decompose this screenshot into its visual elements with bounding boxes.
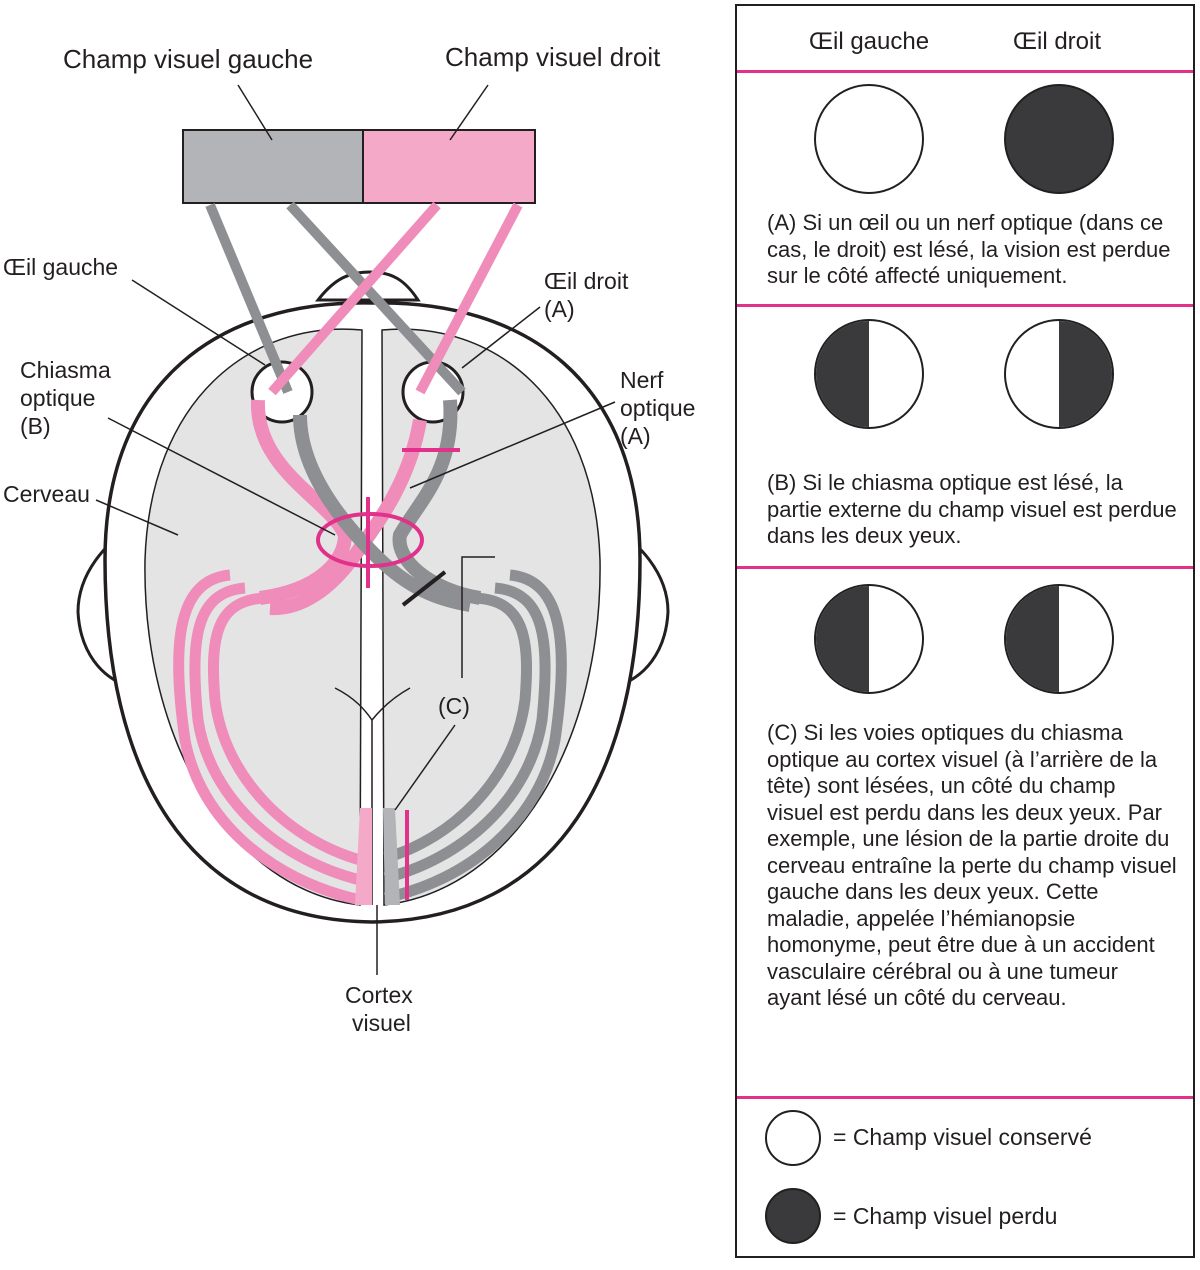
pink-nerve-left	[250, 399, 353, 605]
label-nerve-tag: (A)	[620, 423, 651, 449]
label-chiasm-2: optique	[20, 385, 96, 411]
lesion-c-mark	[401, 570, 447, 607]
leader-right-field	[449, 84, 489, 141]
right-visual-field	[362, 129, 536, 204]
label-right-eye: Œil droit	[544, 268, 629, 294]
column-right-eye: Œil droit	[1013, 28, 1102, 55]
legend-preserved: = Champ visuel conservé	[833, 1124, 1092, 1150]
pink-radiation-2	[189, 582, 362, 886]
gray-radiation-1	[383, 592, 532, 864]
gray-radiation-2	[383, 582, 551, 884]
pink-nerve-right	[269, 418, 427, 616]
leader-nerve	[409, 401, 616, 489]
field-c-right-eye	[1004, 584, 1114, 694]
gray-nerve-right	[392, 399, 482, 605]
lost-half	[816, 586, 869, 692]
label-brain: Cerveau	[3, 481, 90, 507]
ray-pink-1	[268, 201, 441, 396]
divider-3	[737, 566, 1193, 569]
field-a-left-eye	[814, 84, 924, 194]
field-c-left-eye	[814, 584, 924, 694]
legend-lost-icon	[765, 1188, 821, 1244]
divider-4	[737, 1096, 1193, 1099]
legend-lost: = Champ visuel perdu	[833, 1203, 1058, 1229]
caption-b: (B) Si le chiasma optique est lésé, la p…	[767, 470, 1177, 548]
lost-half	[1006, 586, 1059, 692]
label-left-eye: Œil gauche	[3, 254, 119, 280]
pathway-bracket	[461, 556, 495, 678]
label-chiasm-tag: (B)	[20, 413, 51, 439]
visual-pathway-diagram: Champ visuel gauche Champ visuel droit Œ…	[3, 42, 696, 1036]
left-eye	[250, 360, 314, 424]
field-b-left-eye	[814, 319, 924, 429]
lost-half	[1059, 321, 1112, 427]
cortex-left	[355, 808, 372, 905]
pink-radiation-3	[173, 569, 362, 906]
gray-nerve-left	[293, 414, 472, 612]
ray-pink-2	[415, 202, 523, 395]
gray-radiation-3	[383, 569, 567, 904]
lesion-legend-panel: Œil gauche Œil droit (A) Si un œil ou un…	[735, 4, 1195, 1258]
leader-left-eye	[131, 279, 266, 366]
legend-preserved-icon	[765, 1110, 821, 1166]
cortex-right	[383, 808, 400, 905]
lost-half	[816, 321, 869, 427]
field-b-right-eye	[1004, 319, 1114, 429]
leader-brain	[95, 499, 179, 536]
label-chiasm-1: Chiasma	[20, 357, 111, 383]
label-cortex-2: visuel	[352, 1010, 411, 1036]
label-cortex-1: Cortex	[345, 982, 413, 1008]
caption-a: (A) Si un œil ou un nerf optique (dans c…	[767, 210, 1171, 288]
label-pathway-tag: (C)	[438, 693, 470, 719]
column-left-eye: Œil gauche	[809, 28, 930, 55]
leader-left-field	[237, 84, 273, 141]
divider-2	[737, 304, 1193, 307]
divider-1	[737, 70, 1193, 73]
label-nerve-2: optique	[620, 395, 696, 421]
left-visual-field	[182, 129, 364, 204]
brain-illustration	[76, 84, 670, 975]
leader-pathway	[394, 724, 456, 811]
field-a-right-eye	[1004, 84, 1114, 194]
ray-gray-1	[205, 203, 293, 394]
leader-chiasm	[107, 417, 336, 536]
label-right-eye-tag: (A)	[544, 296, 575, 322]
label-right-field: Champ visuel droit	[445, 42, 661, 72]
label-nerve-1: Nerf	[620, 367, 664, 393]
pink-radiation-1	[208, 592, 362, 866]
label-left-field: Champ visuel gauche	[63, 44, 314, 74]
caption-c: (C) Si les voies optiques du chiasma opt…	[767, 720, 1177, 1010]
leader-right-eye	[461, 306, 541, 369]
